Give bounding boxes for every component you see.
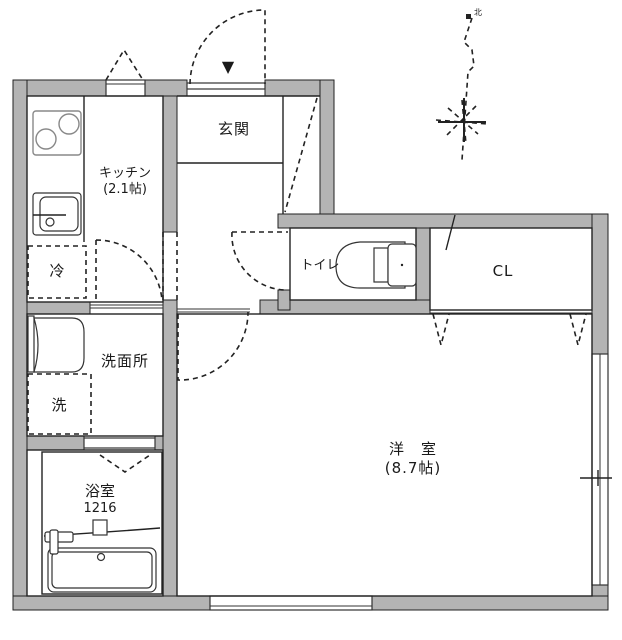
room-bathroom: 浴室 1216 (83, 482, 116, 517)
western-room-name: 洋 室 (388, 440, 437, 458)
door-swings (95, 9, 587, 473)
north-arrow-compass-icon (435, 17, 489, 161)
fixtures (27, 110, 417, 595)
western-room-size: (8.7帖) (384, 458, 442, 477)
room-genkan: 玄関 (217, 120, 251, 138)
kitchen-size: (2.1帖) (103, 182, 147, 198)
kitchen-name: キッチン (98, 166, 152, 181)
bathroom-name: 浴室 (84, 482, 115, 500)
room-kitchen: キッチン (2.1帖) (99, 166, 151, 199)
washer-space: 洗 (51, 396, 67, 414)
room-western: 洋 室 (8.7帖) (385, 440, 442, 478)
room-toilet: トイレ (300, 258, 340, 273)
north-label: 北 (474, 8, 482, 17)
room-closet: CL (492, 262, 514, 280)
bathroom-model: 1216 (83, 500, 117, 516)
room-washroom: 洗面所 (100, 352, 150, 370)
entrance-marker-icon: ▼ (221, 57, 235, 76)
compass-marker-icon (466, 14, 471, 19)
fridge-space: 冷 (49, 262, 65, 280)
